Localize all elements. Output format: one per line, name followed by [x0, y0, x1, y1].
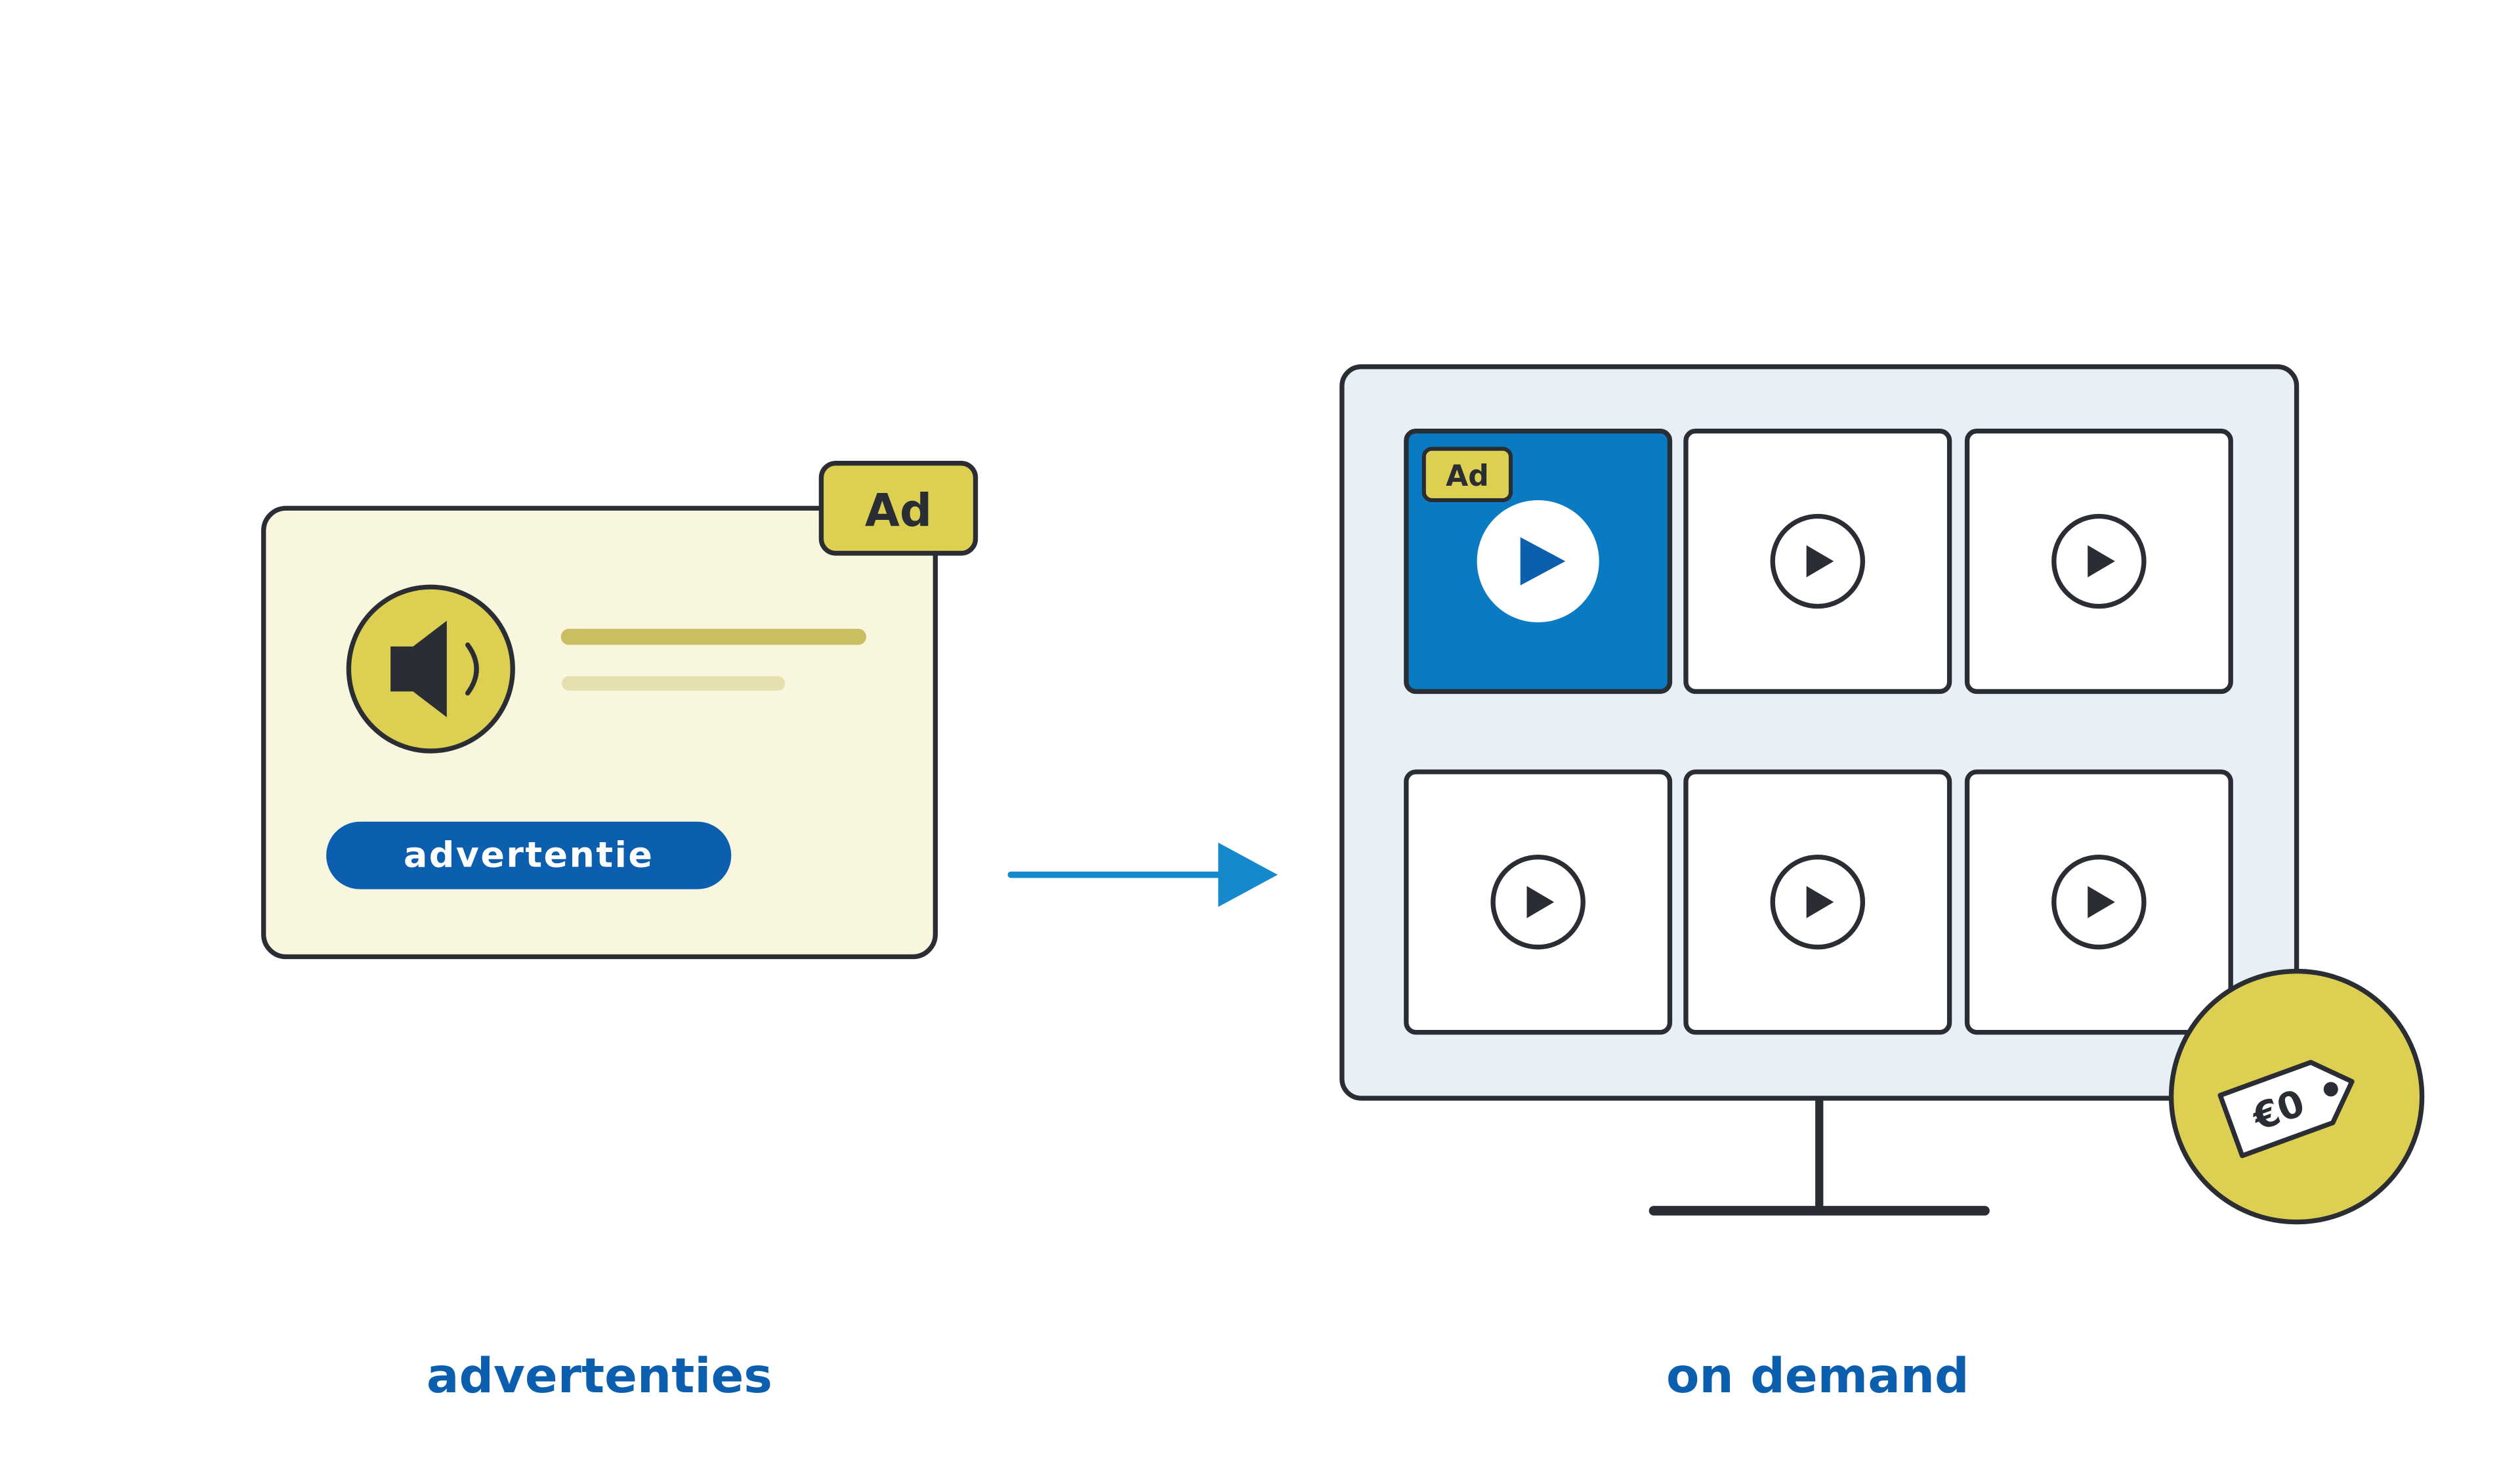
play-icon[interactable]: [2051, 855, 2147, 950]
caption-advertenties: advertenties: [427, 1348, 772, 1404]
video-tile-featured[interactable]: Ad: [1404, 429, 1673, 694]
play-icon[interactable]: [1490, 855, 1586, 950]
monitor: Ad: [1339, 364, 2425, 1225]
video-tile[interactable]: [1964, 769, 2233, 1035]
flow-arrow: [1007, 842, 1278, 907]
free-price-badge: €0: [2168, 968, 2425, 1225]
ad-badge-text: Ad: [865, 484, 932, 537]
play-icon[interactable]: [1770, 855, 1866, 950]
price-tag-icon: €0: [2217, 1059, 2355, 1159]
play-icon[interactable]: [1477, 500, 1599, 623]
video-tile[interactable]: [1404, 769, 1673, 1035]
ad-card: Ad advertentie: [261, 461, 978, 960]
caption-on-demand: on demand: [1666, 1348, 1969, 1404]
video-tile[interactable]: [1683, 769, 1952, 1035]
speaker-icon: [346, 584, 515, 754]
video-tile[interactable]: [1683, 429, 1952, 694]
ad-badge: Ad: [818, 461, 978, 556]
tile-ad-badge-text: Ad: [1446, 459, 1489, 493]
advertentie-button-label: advertentie: [404, 834, 654, 875]
play-icon[interactable]: [1770, 513, 1866, 609]
advertentie-button[interactable]: advertentie: [326, 821, 732, 889]
play-icon[interactable]: [2051, 513, 2147, 609]
tile-ad-badge: Ad: [1421, 446, 1513, 503]
video-tile[interactable]: [1964, 429, 2233, 694]
